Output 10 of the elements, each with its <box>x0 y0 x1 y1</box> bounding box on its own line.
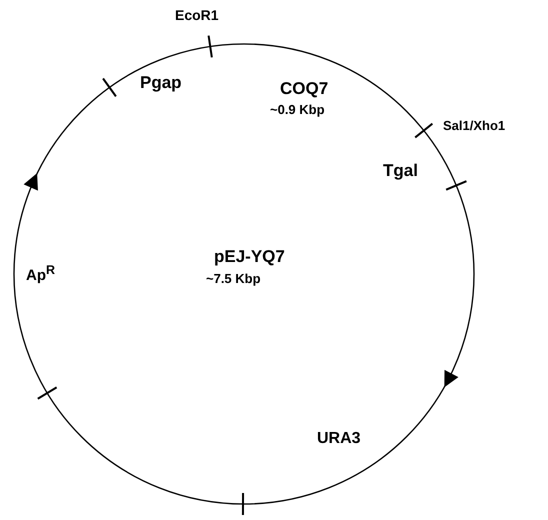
gene-label: Tgal <box>383 162 418 179</box>
size-label: ~7.5 Kbp <box>206 272 261 285</box>
gene-label: Ap$^{R}$ <box>26 264 56 283</box>
site-label: Sal1/Xho1 <box>443 119 506 132</box>
size-label: ~0.9 Kbp <box>270 103 325 116</box>
gene-label: COQ7 <box>280 80 328 97</box>
site-label: EcoR1 <box>175 8 219 22</box>
plasmid-name: pEJ-YQ7 <box>214 248 285 265</box>
gene-label: Pgap <box>140 74 182 91</box>
gene-label: URA3 <box>317 431 361 447</box>
